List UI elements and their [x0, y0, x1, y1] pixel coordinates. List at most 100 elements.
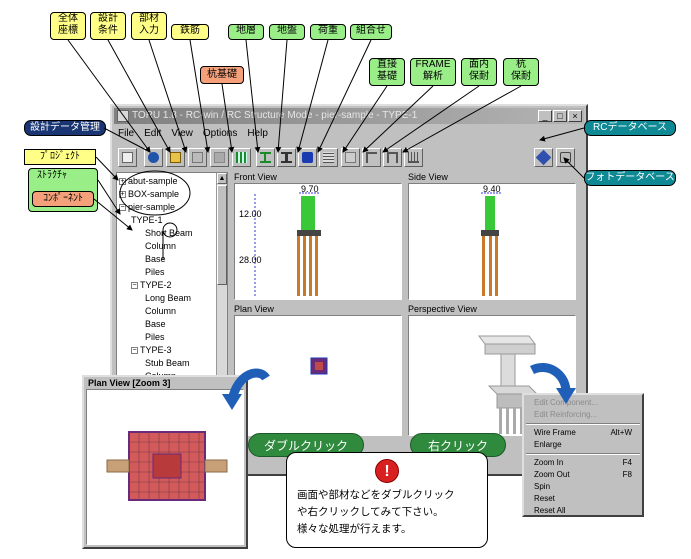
tree-item[interactable]: Stub Beam — [145, 357, 190, 370]
callout-rebar: 鉄筋 — [171, 24, 209, 40]
front-view-canvas[interactable]: 9.70 12.00 28.00 — [234, 183, 402, 300]
title-bar[interactable]: TORU 1.8 - RC-win / RC Structure Mode - … — [114, 108, 584, 124]
context-menu-item[interactable]: Spin — [524, 481, 642, 493]
callout-global-coords: 全体座標 — [50, 12, 86, 40]
perspective-view-label: Perspective View — [408, 304, 477, 314]
tree-item[interactable]: +BOX-sample — [119, 188, 179, 201]
tree-item-label: Long Beam — [145, 293, 192, 303]
toolbar — [116, 146, 582, 170]
tree-item-label: pier-sample — [128, 202, 176, 212]
context-menu-item[interactable]: Reset All — [524, 505, 642, 517]
member-input-button[interactable] — [188, 148, 207, 167]
zoom-window-title: Plan View [Zoom 3] — [88, 378, 171, 388]
maximize-button[interactable]: □ — [553, 110, 567, 122]
plan-view-pane[interactable]: Plan View — [232, 304, 404, 438]
menu-file[interactable]: File — [118, 128, 135, 139]
context-menu-item[interactable]: Edit Component... — [524, 397, 642, 409]
tree-expander-icon[interactable]: + — [119, 191, 126, 199]
context-menu-item[interactable]: Edit Reinforcing... — [524, 409, 642, 421]
frame-analysis-button[interactable] — [362, 148, 381, 167]
tree-item[interactable]: −TYPE-3 — [131, 344, 172, 357]
context-menu-item-label: Enlarge — [534, 440, 562, 449]
tree-item-label: Stub Beam — [145, 358, 190, 368]
menu-options[interactable]: Options — [202, 128, 238, 139]
rebar-button[interactable] — [210, 148, 229, 167]
tree-item[interactable]: −pier-sample — [119, 201, 175, 214]
context-menu-item[interactable]: Zoom In F4 — [524, 457, 642, 469]
scroll-up-icon[interactable]: ▲ — [217, 173, 227, 184]
side-view-canvas[interactable]: 9.40 — [408, 183, 576, 300]
context-menu-item-label: Edit Component... — [534, 398, 599, 407]
tree-item[interactable]: Piles — [145, 331, 165, 344]
instruction-note: ! 画面や部材などをダブルクリック や右クリックしてみて下さい。 様々な処理が行… — [286, 452, 488, 548]
tree-item[interactable]: Long Beam — [145, 292, 191, 305]
global-coords-button[interactable] — [144, 148, 163, 167]
context-menu-item-label: Reset — [534, 494, 555, 503]
tree-item-label: TYPE-1 — [131, 215, 163, 225]
tree-item-label: Column — [145, 306, 177, 316]
tree-item-label: Piles — [145, 267, 165, 277]
tree-item[interactable]: Piles — [145, 266, 165, 279]
tree-item[interactable]: Base — [145, 253, 166, 266]
scroll-thumb[interactable] — [217, 185, 227, 285]
tree-item-label: Base — [145, 254, 166, 264]
rc-database-button[interactable] — [534, 148, 553, 167]
plan-view-canvas[interactable] — [234, 315, 402, 436]
direct-foundation-button[interactable] — [341, 148, 360, 167]
context-menu-item-label: Wire Frame — [534, 428, 576, 437]
tree-item[interactable]: Short Beam — [145, 227, 193, 240]
menu-bar: File Edit View Options Help — [116, 126, 268, 142]
tree-item[interactable]: +abut-sample — [119, 175, 178, 188]
tree-expander-icon[interactable]: − — [131, 282, 138, 290]
zoom-canvas[interactable] — [86, 389, 244, 545]
callout-project: ﾌﾟﾛｼﾞｪｸﾄ — [24, 149, 96, 165]
callout-load: 荷重 — [310, 24, 346, 40]
combination-button[interactable] — [319, 148, 338, 167]
menu-separator — [526, 423, 640, 425]
tree-expander-icon[interactable]: + — [119, 178, 126, 186]
side-view-pane[interactable]: Side View 9.40 — [406, 172, 578, 302]
tree-expander-icon[interactable]: − — [131, 347, 138, 355]
new-file-button[interactable] — [118, 148, 137, 167]
menu-separator — [526, 453, 640, 455]
design-condition-button[interactable] — [166, 148, 185, 167]
tree-item[interactable]: TYPE-1 — [131, 214, 163, 227]
load-button[interactable] — [298, 148, 317, 167]
front-view-pane[interactable]: Front View 9.70 12.00 28.00 — [232, 172, 404, 302]
in-plane-capacity-button[interactable] — [383, 148, 402, 167]
tree-item-label: TYPE-2 — [140, 280, 172, 290]
menu-help[interactable]: Help — [247, 128, 268, 139]
context-menu-item-label: Zoom In — [534, 458, 564, 467]
tree-item[interactable]: Base — [145, 318, 166, 331]
note-line-1: 画面や部材などをダブルクリック — [297, 489, 455, 501]
pile-foundation-button[interactable] — [232, 148, 251, 167]
callout-pile-foundation: 杭基礎 — [200, 66, 244, 84]
minimize-button[interactable]: _ — [538, 110, 552, 122]
ground-button[interactable] — [277, 148, 296, 167]
menu-view[interactable]: View — [171, 128, 193, 139]
tree-item[interactable]: −TYPE-2 — [131, 279, 172, 292]
side-view-label: Side View — [408, 172, 448, 182]
callout-combination: 組合せ — [350, 24, 392, 40]
menu-edit[interactable]: Edit — [144, 128, 162, 139]
tree-item[interactable]: Column — [145, 305, 176, 318]
tree-item-label: Column — [145, 241, 177, 251]
context-menu-shortcut: F4 — [622, 458, 632, 467]
context-menu-item[interactable]: Reset — [524, 493, 642, 505]
tree-item-label: TYPE-3 — [140, 345, 172, 355]
tree-item[interactable]: Column — [145, 240, 176, 253]
tree-item-label: BOX-sample — [128, 189, 180, 199]
tree-item-label: Base — [145, 319, 166, 329]
callout-in-plane-capacity: 面内保耐 — [461, 58, 497, 86]
plan-zoom-window[interactable]: Plan View [Zoom 3] — [82, 375, 248, 549]
photo-database-button[interactable] — [556, 148, 575, 167]
close-button[interactable]: × — [568, 110, 582, 122]
context-menu: Edit Component... Edit Reinforcing... Wire… — [522, 393, 644, 517]
pile-capacity-button[interactable] — [404, 148, 423, 167]
strata-button[interactable] — [256, 148, 275, 167]
tree-expander-icon[interactable]: − — [119, 204, 126, 212]
context-menu-item[interactable]: Enlarge — [524, 439, 642, 451]
